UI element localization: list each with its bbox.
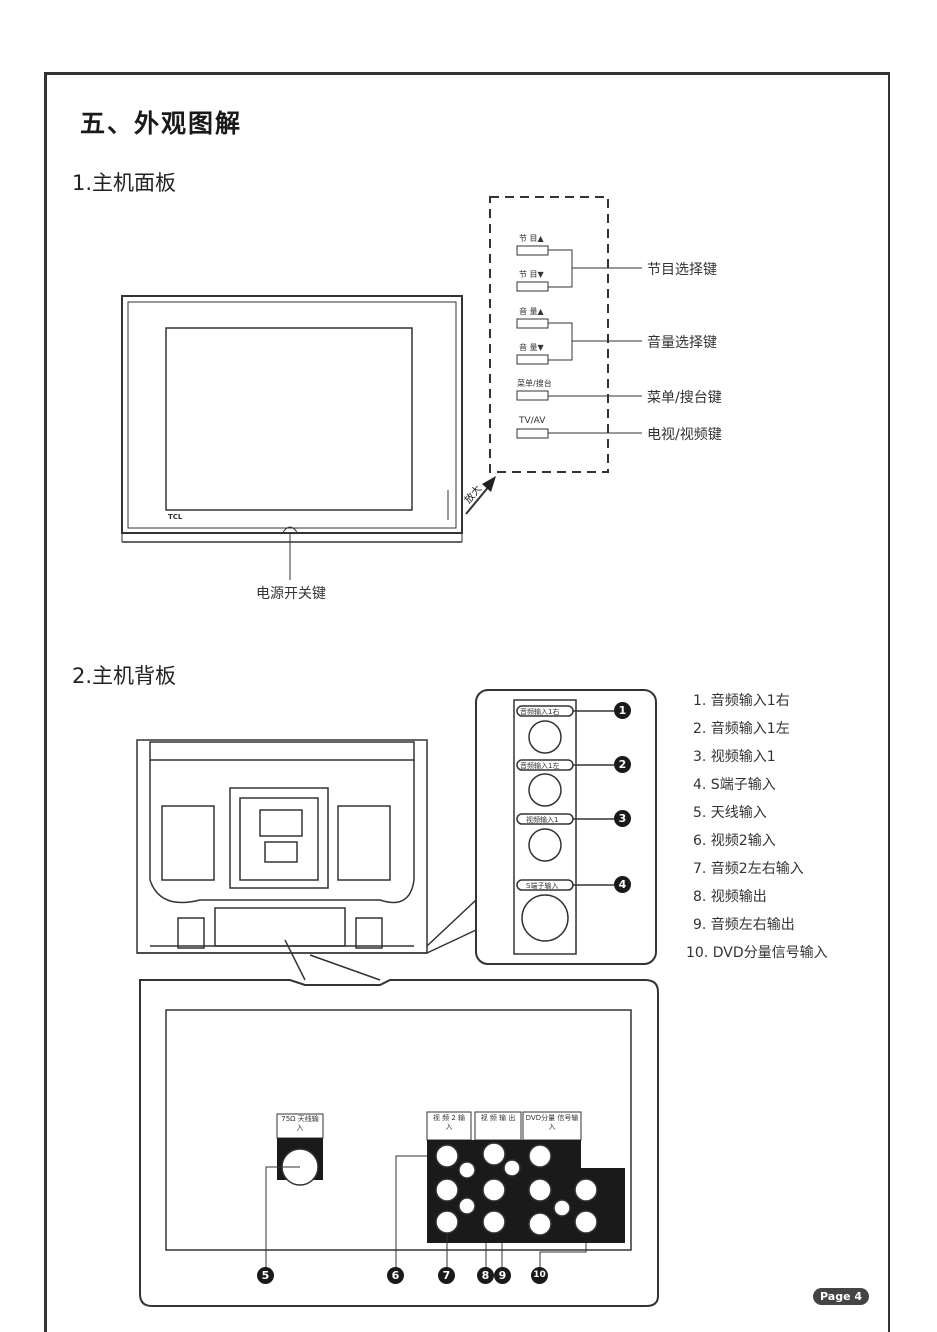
button-label-vol-up: 音 量▲ [519, 307, 544, 316]
upper-jack-box [475, 689, 657, 965]
legend-item-2: 2. 音频输入1左 [693, 721, 790, 737]
zoom-arrow [465, 476, 496, 515]
legend-item-5: 5. 天线输入 [693, 805, 767, 821]
jack-label-audio1-right: 音频输入1右 [520, 708, 560, 716]
marker-5: 5 [257, 1267, 274, 1284]
marker-2: 2 [614, 756, 631, 773]
legend-item-1: 1. 音频输入1右 [693, 693, 790, 709]
antenna-jack [265, 1113, 324, 1270]
marker-1: 1 [614, 702, 631, 719]
tv-back-illustration [136, 739, 428, 954]
legend-item-10: 10. DVD分量信号输入 [686, 945, 828, 961]
callout-program-keys: 节目选择键 [647, 262, 717, 278]
button-label-ch-up: 节 目▲ [519, 234, 544, 243]
legend-item-7: 7. 音频2左右输入 [693, 861, 804, 877]
page-frame [44, 72, 890, 1332]
panel-zoom-box [489, 196, 609, 473]
label-antenna-input: 75Ω 天线输入 [281, 1115, 319, 1132]
button-label-ch-down: 节 目▼ [519, 270, 544, 279]
marker-8: 8 [477, 1267, 494, 1284]
callout-power-key: 电源开关键 [256, 586, 326, 602]
label-video-output: 视 频 输 出 [480, 1114, 516, 1122]
legend-item-6: 6. 视频2输入 [693, 833, 776, 849]
legend-item-9: 9. 音频左右输出 [693, 917, 795, 933]
marker-3: 3 [614, 810, 631, 827]
button-label-vol-down: 音 量▼ [519, 343, 544, 352]
marker-10: 10 [531, 1267, 548, 1284]
legend-item-4: 4. S端子输入 [693, 777, 776, 793]
legend-item-3: 3. 视频输入1 [693, 749, 776, 765]
jack-label-video1: 视频输入1 [526, 816, 559, 824]
tv-front-illustration [121, 295, 463, 580]
section-heading-back-panel: 2.主机背板 [72, 664, 177, 688]
callout-menu-key: 菜单/搜台键 [647, 390, 722, 406]
lower-panel-box [139, 979, 659, 1307]
tcl-brand-logo: TCL [168, 513, 183, 521]
marker-6: 6 [387, 1267, 404, 1284]
legend-item-8: 8. 视频输出 [693, 889, 767, 905]
jack-label-s-video: S端子输入 [526, 882, 559, 890]
callout-volume-keys: 音量选择键 [647, 335, 717, 351]
marker-4: 4 [614, 876, 631, 893]
section-heading-front-panel: 1.主机面板 [72, 171, 177, 195]
panel-buttons [516, 245, 642, 439]
marker-7: 7 [438, 1267, 455, 1284]
callout-tvav-key: 电视/视频键 [647, 427, 722, 443]
label-video2-input: 视 频 2 输 入 [432, 1114, 466, 1131]
label-dvd-input: DVD分量 信号输入 [525, 1114, 579, 1131]
button-label-menu: 菜单/搜台 [517, 379, 552, 388]
av-jack-panel [426, 1111, 625, 1243]
marker-9: 9 [494, 1267, 511, 1284]
page-title: 五、外观图解 [80, 109, 243, 138]
button-label-tvav: TV/AV [519, 416, 546, 426]
page-number-badge: Page 4 [813, 1288, 870, 1305]
jack-label-audio1-left: 音频输入1左 [520, 762, 560, 770]
